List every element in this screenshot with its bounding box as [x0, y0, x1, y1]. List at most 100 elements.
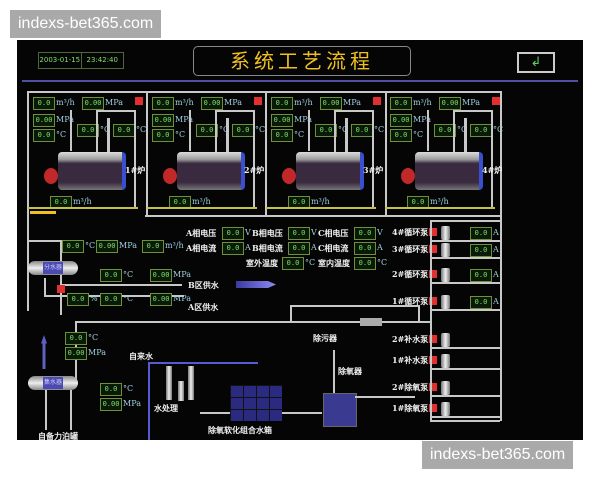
pipe: [290, 305, 420, 307]
pump-icon: [441, 402, 450, 416]
electrical-unit: A: [377, 243, 383, 252]
boiler-readout-unit: MPa: [224, 98, 242, 107]
boiler-readout-unit: MPa: [413, 115, 431, 124]
alarm-indicator: [135, 97, 143, 105]
flow-arrow-icon: [236, 281, 276, 288]
deaerator-label: 除氧器: [338, 366, 362, 376]
pipe: [70, 390, 72, 430]
time-text: 23:42:40: [86, 56, 118, 64]
boiler-readout: 0.00: [201, 97, 223, 110]
pipe: [96, 110, 98, 152]
boiler-readout-unit: °C: [136, 125, 147, 134]
boiler-readout: 0.0: [77, 124, 99, 137]
boiler-readout: 0.0: [271, 97, 293, 110]
pipe: [107, 118, 110, 152]
pump-status-indicator: [429, 383, 437, 391]
pipe: [189, 110, 191, 151]
boiler-label: 2#炉: [244, 165, 265, 175]
alarm-indicator: [373, 97, 381, 105]
pump-status-indicator: [429, 356, 437, 364]
boiler-readout-unit: °C: [56, 130, 67, 139]
pipe: [27, 240, 62, 242]
fuel-line: [147, 207, 257, 209]
pump-current-unit: A: [493, 245, 499, 254]
fuel-line: [28, 207, 138, 209]
supply-readout: 0.0: [62, 240, 84, 253]
pipe: [385, 91, 387, 215]
pump-icon: [441, 354, 450, 368]
boiler-readout-unit: °C: [493, 125, 504, 134]
electrical-label: 室外温度: [246, 258, 278, 268]
pipe: [253, 110, 255, 208]
pump-label: 1#除氧泵: [392, 403, 429, 413]
electrical-label: A相电压: [186, 228, 217, 238]
pump-label: 3#循环泵: [392, 244, 429, 254]
pipe: [60, 240, 62, 315]
boiler-readout-unit: °C: [413, 130, 424, 139]
alarm-indicator: [492, 97, 500, 105]
boiler-readout: 0.0: [434, 124, 456, 137]
boiler-readout-unit: °C: [255, 125, 266, 134]
boiler-readout-unit: MPa: [462, 98, 480, 107]
boiler-readout-unit: m³/h: [192, 197, 211, 206]
pipe: [290, 305, 292, 323]
electrical-readout: 0.0: [354, 257, 376, 270]
boiler-readout: 0.00: [439, 97, 461, 110]
pipe: [44, 278, 46, 296]
pipe: [453, 110, 455, 152]
makeup-readout-unit: MPa: [123, 399, 141, 408]
boiler-readout: 0.0: [232, 124, 254, 137]
electrical-label: B相电流: [252, 243, 283, 253]
electrical-unit: V: [377, 228, 383, 237]
electrical-unit: V: [311, 228, 317, 237]
fuel-line: [266, 207, 376, 209]
supply-readout: 0.0: [142, 240, 164, 253]
return-button[interactable]: ↲: [517, 52, 555, 73]
pipe: [146, 91, 148, 215]
boiler-readout-unit: MPa: [56, 115, 74, 124]
boiler-readout: 0.0: [315, 124, 337, 137]
pipe: [430, 347, 500, 349]
boiler-readout-unit: °C: [219, 125, 230, 134]
b-zone-readout-unit: °C: [123, 270, 134, 279]
tap-water-pipe: [148, 362, 150, 440]
pipe: [75, 321, 430, 323]
pipe: [96, 110, 136, 112]
boiler-readout: 0.0: [152, 129, 174, 142]
flow-arrow-icon: [30, 211, 56, 214]
electrical-unit: °C: [305, 258, 316, 267]
boiler-readout-unit: MPa: [294, 115, 312, 124]
electrical-readout: 0.0: [222, 227, 244, 240]
alarm-indicator: [254, 97, 262, 105]
boiler-readout: 0.0: [470, 124, 492, 137]
return-arrow-icon: ↲: [530, 55, 542, 70]
tank-label: 除氧软化组合水箱: [208, 425, 272, 435]
b-zone-readout: 0.00: [150, 269, 172, 282]
page-title-text: 系统工艺流程: [230, 49, 374, 73]
pump-label: 2#补水泵: [392, 334, 429, 344]
pipe: [215, 110, 255, 112]
pipe: [200, 412, 230, 414]
treatment-column-icon: [188, 366, 194, 400]
electrical-label: C相电流: [318, 243, 349, 253]
pump-current: 0.0: [470, 269, 492, 282]
boiler-readout: 0.0: [33, 97, 55, 110]
boiler-readout-unit: °C: [100, 125, 111, 134]
boiler-1: [58, 152, 126, 190]
boiler-readout: 0.0: [390, 129, 412, 142]
electrical-label: A相电流: [186, 243, 217, 253]
pump-status-indicator: [429, 270, 437, 278]
header-divider: [22, 80, 578, 82]
tank-icon: [230, 385, 282, 421]
boiler-readout: 0.0: [196, 124, 218, 137]
makeup-readout: 0.0: [100, 383, 122, 396]
pipe: [145, 215, 501, 217]
boiler-readout-unit: °C: [338, 125, 349, 134]
electrical-unit: °C: [377, 258, 388, 267]
pipe: [430, 257, 500, 259]
pump-label: 4#循环泵: [392, 227, 429, 237]
electrical-unit: V: [245, 228, 251, 237]
return-readout-unit: MPa: [88, 348, 106, 357]
pump-label: 2#除氧泵: [392, 382, 429, 392]
